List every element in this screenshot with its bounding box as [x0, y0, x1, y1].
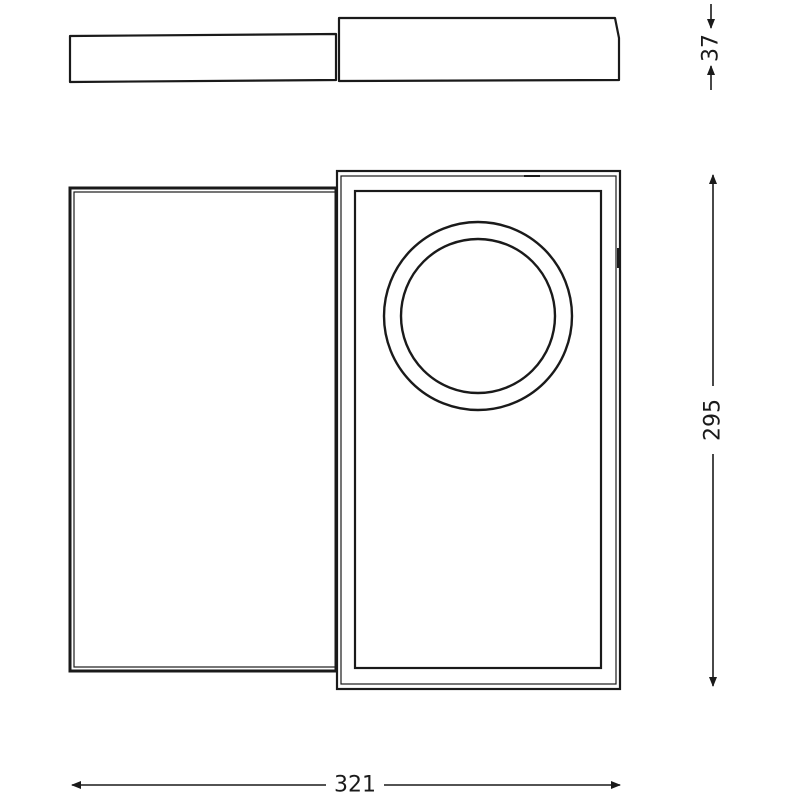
depth-dimension-label: 295	[701, 399, 726, 441]
side-view	[68, 16, 621, 84]
ring-inner	[399, 237, 557, 395]
left-panel-inner-edge	[73, 191, 337, 668]
right-housing-inner-panel	[353, 189, 603, 670]
side-view-left-panel	[68, 32, 338, 84]
top-view	[68, 169, 622, 691]
left-panel	[68, 186, 338, 673]
width-dimension-label: 321	[334, 773, 376, 798]
right-housing-outer	[335, 169, 622, 691]
right-housing-outer-inset	[340, 175, 617, 685]
height-dimension-label: 37	[699, 34, 724, 62]
side-view-right-housing	[337, 16, 621, 83]
ring-outer	[382, 220, 574, 412]
